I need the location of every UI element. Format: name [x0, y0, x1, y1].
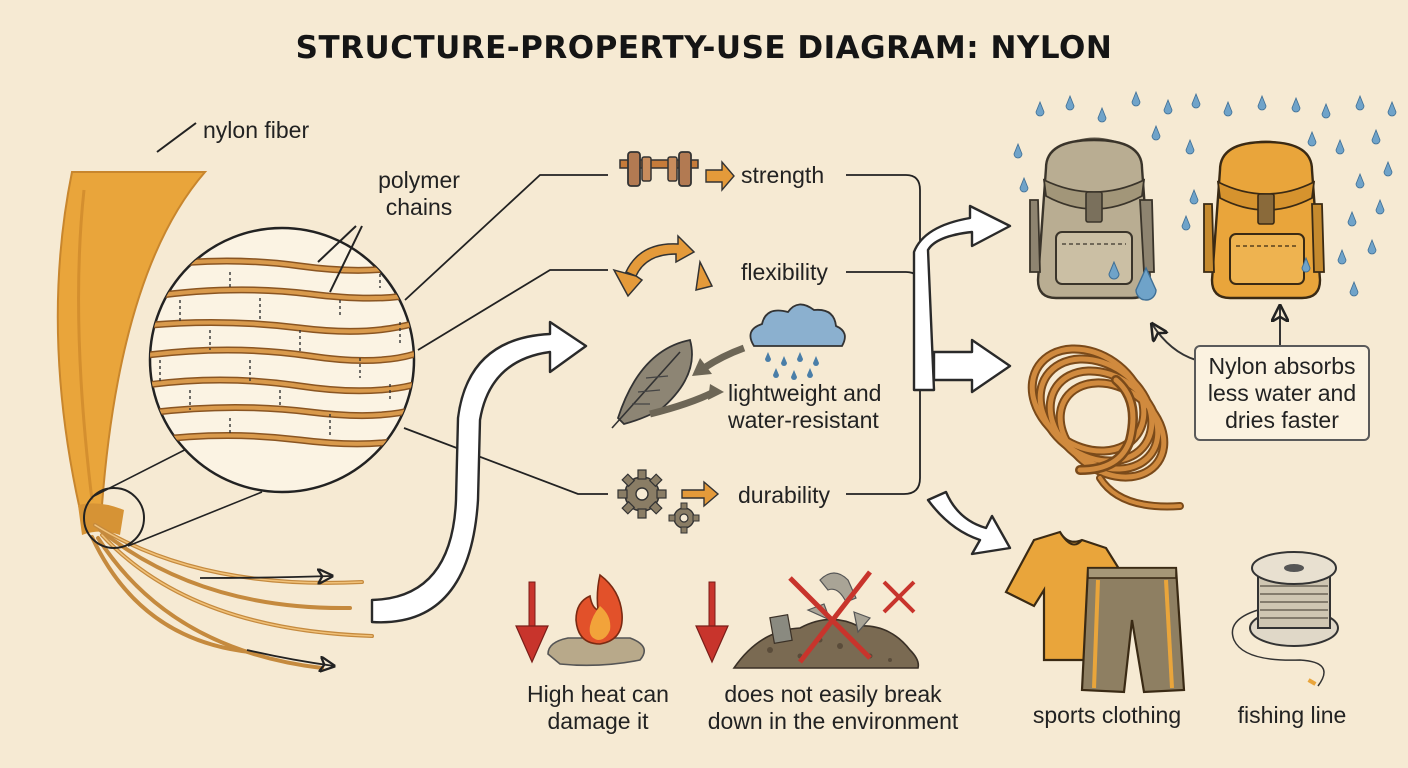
shorts-icon: [1080, 566, 1186, 694]
flow-arrow-structure-to-property: [370, 320, 588, 624]
down-arrow-heat: [515, 581, 549, 664]
down-arrow-environment: [695, 581, 729, 664]
gears-icon: [617, 469, 720, 534]
drawback-environment-line2: down in the environment: [707, 708, 959, 734]
drawback-environment-line1: does not easily break: [724, 681, 942, 707]
use-connector-lines: [846, 174, 921, 495]
property-lightweight-line2: water-resistant: [728, 407, 879, 433]
drawback-heat-label: High heat can damage it: [510, 681, 686, 735]
zoom-source-circle: [83, 487, 145, 549]
fiber-label: nylon fiber: [203, 117, 310, 143]
backpack-icon: [1029, 137, 1157, 301]
dumbbell-icon: [619, 151, 735, 192]
polymer-chains-label-line2: chains: [385, 194, 453, 220]
rain-cloud-icon: [749, 303, 846, 380]
polymer-chains-magnified: [148, 225, 416, 494]
property-durability-label: durability: [738, 482, 831, 508]
property-strength-label: strength: [741, 162, 825, 188]
rope-coil-icon: [1027, 344, 1184, 511]
page-title: STRUCTURE-PROPERTY-USE DIAGRAM: NYLON: [295, 30, 1113, 66]
property-lightweight-label: lightweight and water-resistant: [728, 380, 881, 434]
rain-drops: [1013, 90, 1397, 297]
water-note-line2: less water and: [1207, 380, 1357, 406]
use-sports-clothing-label: sports clothing: [1032, 702, 1182, 728]
curved-arrows-icon: [612, 234, 714, 298]
feather-icon: [611, 338, 693, 429]
water-note-line1: Nylon absorbs: [1208, 353, 1356, 379]
fiber-leader-line: [156, 122, 197, 153]
landfill-icon: [732, 570, 920, 669]
water-note-line3: dries faster: [1225, 407, 1339, 433]
property-leader-lines: [403, 174, 608, 495]
backpack-icon-orange: [1203, 140, 1325, 300]
water-note-box: Nylon absorbs less water and dries faste…: [1194, 345, 1370, 441]
use-fishing-line-label: fishing line: [1237, 702, 1347, 728]
drawback-heat-line2: damage it: [547, 708, 649, 734]
drawback-environment-label: does not easily break down in the enviro…: [690, 681, 976, 735]
flame-icon: [547, 573, 646, 667]
fishing-spool-icon: [1231, 551, 1339, 687]
polymer-chains-label: polymer chains: [364, 167, 474, 221]
flow-arrow-property-to-use: [912, 204, 1012, 556]
polymer-chains-label-line1: polymer: [378, 167, 460, 193]
property-flexibility-label: flexibility: [741, 259, 828, 285]
property-lightweight-line1: lightweight and: [728, 380, 882, 406]
drawback-heat-line1: High heat can: [527, 681, 669, 707]
